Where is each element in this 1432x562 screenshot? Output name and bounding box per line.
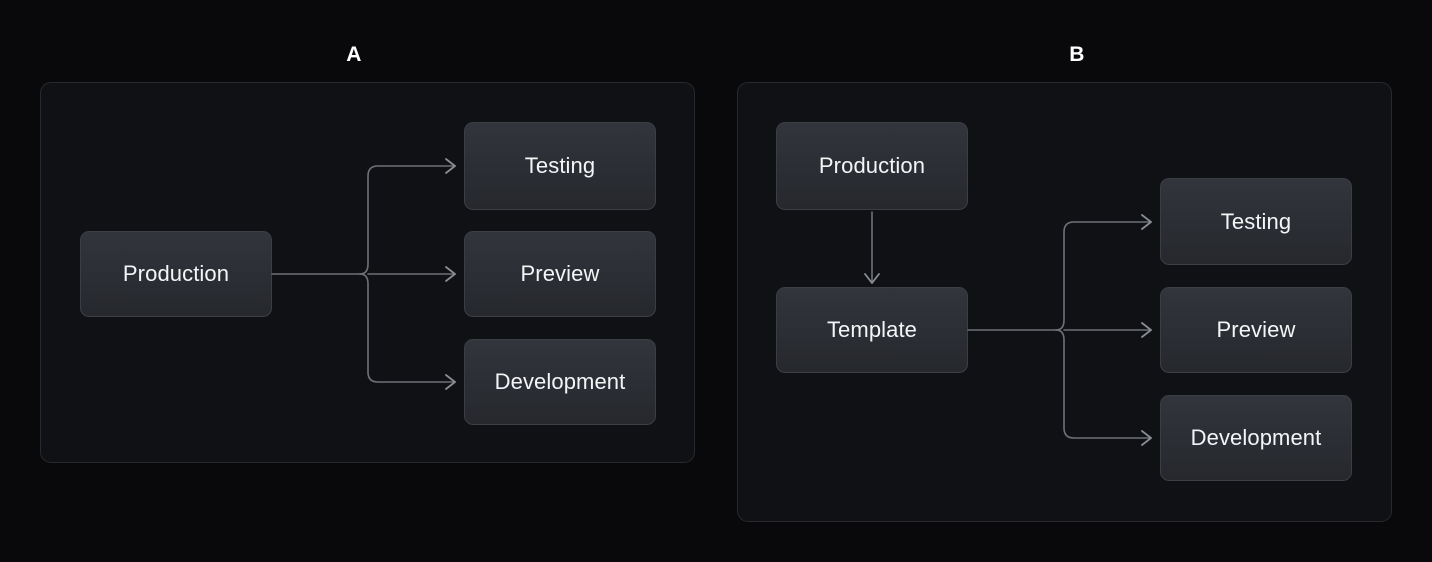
panel-b-node-preview[interactable]: Preview — [1160, 287, 1352, 373]
panel-a-node-development[interactable]: Development — [464, 339, 656, 425]
panel-a-node-preview[interactable]: Preview — [464, 231, 656, 317]
panel-a-node-production[interactable]: Production — [80, 231, 272, 317]
panel-b-caption: B — [1069, 43, 1085, 66]
panel-a-node-testing[interactable]: Testing — [464, 122, 656, 210]
panel-b-node-production[interactable]: Production — [776, 122, 968, 210]
panel-b-node-testing[interactable]: Testing — [1160, 178, 1352, 265]
panel-b-node-development[interactable]: Development — [1160, 395, 1352, 481]
panel-b-node-template[interactable]: Template — [776, 287, 968, 373]
panel-a-caption: A — [346, 43, 362, 66]
